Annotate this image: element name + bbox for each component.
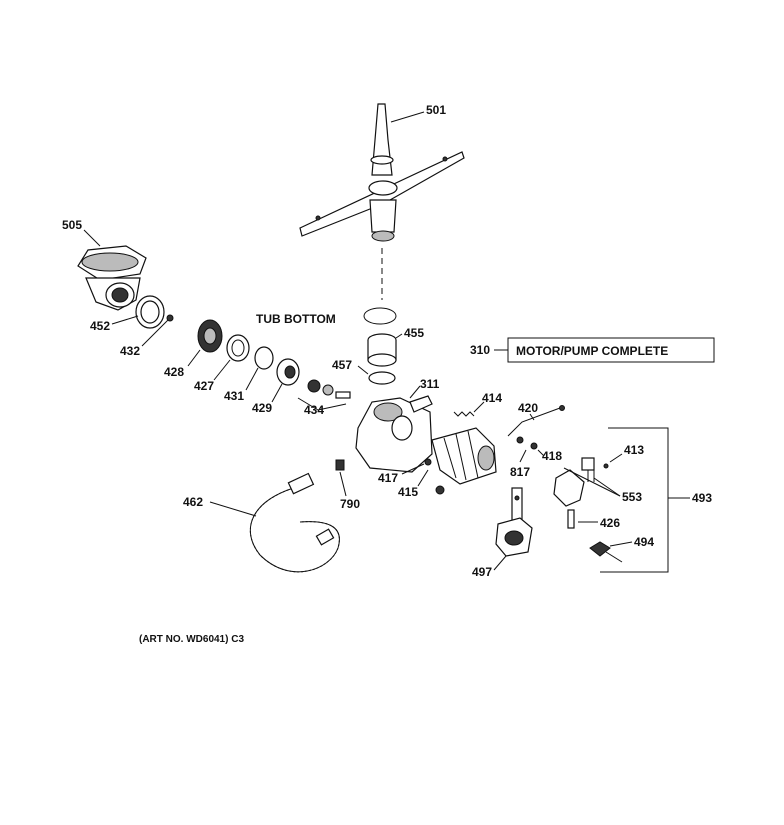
label-415: 415 [398,485,418,499]
label-462: 462 [183,495,203,509]
label-497: 497 [472,565,492,579]
label-310: 310 [470,343,490,357]
label-432: 432 [120,344,140,358]
gasket-427: 427 [194,334,250,393]
art-number-caption: (ART NO. WD6041) C3 [139,634,244,645]
sump-505: 505 [62,218,147,311]
tub-bottom: TUB BOTTOM [256,307,397,326]
parts-493: 493 413 553 426 494 [553,427,712,573]
label-790: 790 [340,497,360,511]
motor-pump-complete-310: 310 MOTOR/PUMP COMPLETE [470,337,715,363]
spray-arm-501: 501 [299,103,465,242]
label-553: 553 [622,490,642,504]
label-418: 418 [542,449,562,463]
label-428: 428 [164,365,184,379]
bearing-455: 455 [367,326,424,367]
label-413: 413 [624,443,644,457]
housing-429: 429 [252,358,300,415]
ring-457: 457 [332,358,396,385]
label-311: 311 [420,377,440,391]
label-501: 501 [426,103,446,117]
label-417: 417 [378,471,398,485]
label-817: 817 [510,465,530,479]
label-457: 457 [332,358,352,372]
link-420: 420 [507,401,565,437]
label-431: 431 [224,389,244,403]
pump-body-311: 311 [355,377,440,473]
impeller-428: 428 [164,319,223,379]
label-tub-bottom: TUB BOTTOM [256,312,336,326]
label-414: 414 [482,391,502,405]
label-505: 505 [62,218,82,232]
label-494: 494 [634,535,654,549]
label-427: 427 [194,379,214,393]
ring-431: 431 [224,346,274,403]
label-motor-pump: MOTOR/PUMP COMPLETE [516,344,668,358]
motor-pump-box [507,337,715,363]
label-420: 420 [518,401,538,415]
label-426: 426 [600,516,620,530]
solenoid-497: 497 [472,487,533,579]
parts-817-418: 817 418 [510,436,562,479]
parts-434: 434 [297,379,351,417]
label-493: 493 [692,491,712,505]
label-455: 455 [404,326,424,340]
label-434: 434 [304,403,324,417]
label-429: 429 [252,401,272,415]
motor [431,427,497,495]
hose-462: 462 [183,472,340,573]
part-790: 790 [335,459,360,511]
spring-414: 414 [453,391,502,417]
label-452: 452 [90,319,110,333]
clamp-452: 452 432 [90,295,174,358]
parts-417-415: 417 415 [378,458,432,499]
